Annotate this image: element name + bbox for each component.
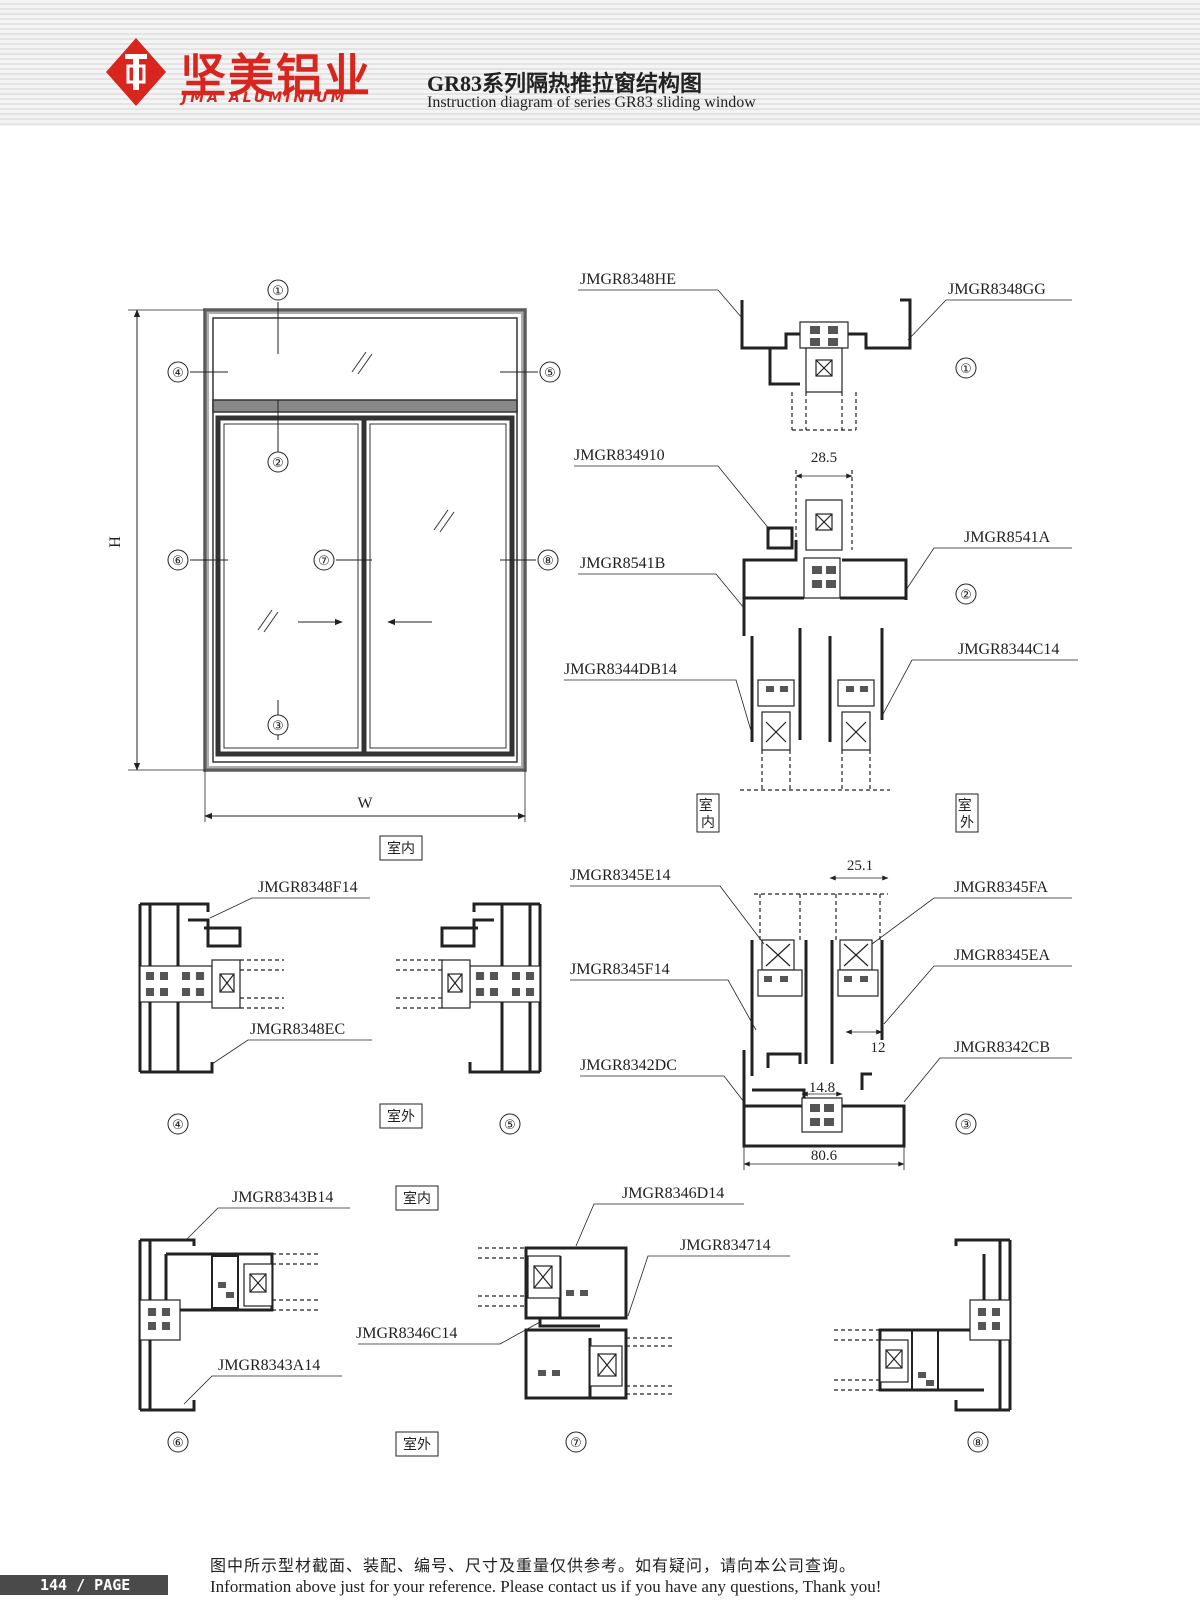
code-jmgr8346d14: JMGR8346D14 xyxy=(622,1185,724,1202)
window-elevation: H W ① ② ③ ④ ⑤ ⑥ ⑦ ⑧ 室内 xyxy=(107,279,561,861)
section-2-indoor-text: 室 xyxy=(699,797,713,814)
code-jmgr8344db14: JMGR8344DB14 xyxy=(564,661,677,678)
section-1-marker: ① xyxy=(960,362,972,377)
width-label: W xyxy=(357,795,373,812)
code-jmgr8348gg: JMGR8348GG xyxy=(948,281,1046,298)
marker-5: ⑤ xyxy=(544,366,556,381)
section-6-marker: ⑥ xyxy=(172,1436,184,1451)
code-jmgr8541a: JMGR8541A xyxy=(964,529,1051,546)
dim-28-5: 28.5 xyxy=(811,450,837,466)
marker-1: ① xyxy=(272,284,284,299)
marker-2: ② xyxy=(272,456,284,471)
code-jmgr8343b14: JMGR8343B14 xyxy=(232,1189,333,1206)
code-jmgr8348f14: JMGR8348F14 xyxy=(258,879,358,896)
code-jmgr8348ec: JMGR8348EC xyxy=(250,1021,345,1038)
code-jmgr8344c14: JMGR8344C14 xyxy=(958,641,1059,658)
section-3-marker: ③ xyxy=(960,1118,972,1133)
code-jmgr8346c14: JMGR8346C14 xyxy=(356,1325,457,1342)
page-header: 坚美铝业 JMA ALUMINIUM GR83系列隔热推拉窗结构图 Instru… xyxy=(0,0,1200,126)
section-2-indoor-label: 室 内 xyxy=(699,797,717,831)
code-jmgr8345ea: JMGR8345EA xyxy=(954,947,1050,964)
diagram-title-cn: GR83系列隔热推拉窗结构图 xyxy=(427,71,703,96)
section-2 xyxy=(564,465,1078,791)
indoor-label: 室内 xyxy=(387,840,415,857)
marker-4: ④ xyxy=(172,366,184,381)
section-5 xyxy=(396,902,542,1074)
dim-80-6: 80.6 xyxy=(811,1148,838,1164)
section-7-marker: ⑦ xyxy=(570,1436,582,1451)
section-8-marker: ⑧ xyxy=(972,1436,984,1451)
brand-name-en: JMA ALUMINIUM xyxy=(182,90,348,106)
code-jmgr8342cb: JMGR8342CB xyxy=(954,1039,1050,1056)
code-jmgr8342dc: JMGR8342DC xyxy=(580,1057,677,1074)
code-jmgr8345e14: JMGR8345E14 xyxy=(570,867,670,884)
section-2-outdoor-label: 室 外 xyxy=(958,797,976,831)
brand-name-cn: 坚美铝业 xyxy=(180,49,372,103)
diagram-title-en: Instruction diagram of series GR83 slidi… xyxy=(427,94,756,111)
height-label: H xyxy=(107,536,124,548)
code-jmgr8345f14: JMGR8345F14 xyxy=(570,961,670,978)
code-jmgr8343a14: JMGR8343A14 xyxy=(218,1357,320,1374)
section-4 xyxy=(138,897,372,1074)
section-5-outdoor-label: 室外 xyxy=(387,1108,415,1125)
page-number: 144 / PAGE xyxy=(0,1575,168,1595)
marker-3: ③ xyxy=(272,719,284,734)
code-jmgr834714: JMGR834714 xyxy=(680,1237,771,1254)
section-6 xyxy=(138,1207,350,1412)
code-jmgr8348he: JMGR8348HE xyxy=(580,271,676,288)
footer-note-en: Information above just for your referenc… xyxy=(210,1577,882,1596)
section-6-indoor-label: 室内 xyxy=(403,1190,431,1207)
marker-7: ⑦ xyxy=(318,554,330,569)
marker-6: ⑥ xyxy=(172,554,184,569)
dim-14-8: 14.8 xyxy=(809,1080,835,1096)
section-8 xyxy=(834,1238,1012,1412)
section-2-outdoor-text: 室 xyxy=(958,797,972,814)
section-5-marker: ⑤ xyxy=(504,1118,516,1133)
section-7-outdoor-label: 室外 xyxy=(403,1436,431,1453)
section-2-marker: ② xyxy=(960,588,972,603)
section-4-marker: ④ xyxy=(172,1118,184,1133)
jma-logo-icon xyxy=(106,38,166,106)
footer-note-cn: 图中所示型材截面、装配、编号、尺寸及重量仅供参考。如有疑问，请向本公司查询。 xyxy=(210,1556,857,1575)
section-3 xyxy=(570,875,1072,1170)
marker-8: ⑧ xyxy=(542,554,554,569)
code-jmgr834910: JMGR834910 xyxy=(574,447,665,464)
dim-25-1: 25.1 xyxy=(847,858,873,874)
dim-12: 12 xyxy=(871,1040,886,1056)
section-1 xyxy=(578,289,1072,431)
section-7 xyxy=(358,1203,790,1400)
code-jmgr8541b: JMGR8541B xyxy=(580,555,665,572)
code-jmgr8345fa: JMGR8345FA xyxy=(954,879,1048,896)
